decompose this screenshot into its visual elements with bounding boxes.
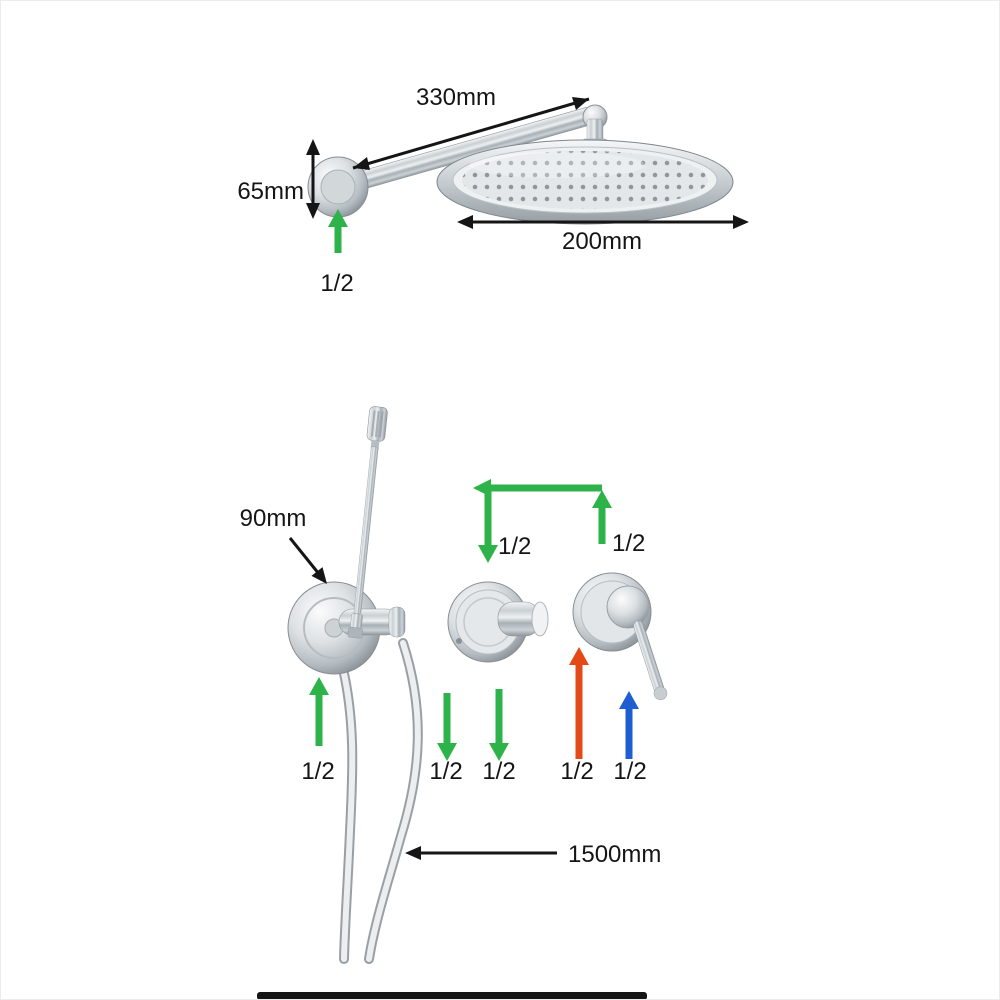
flange-inlet-label: 1/2 bbox=[320, 270, 353, 297]
dim-arm-length-label: 330mm bbox=[416, 84, 496, 111]
flange-inlet-arrow bbox=[328, 209, 348, 253]
dim-arm-length-arrow bbox=[352, 97, 590, 170]
valve1-top-label: 1/2 bbox=[498, 533, 531, 560]
outlet-connection-arrow bbox=[309, 677, 329, 746]
dim-head-diameter-arrow bbox=[457, 215, 749, 229]
handheld-assembly: 90mm 1/2 1/2 1/2 bbox=[240, 406, 668, 964]
mixer-valve-2 bbox=[572, 572, 668, 701]
dim-hose-length-label: 1500mm bbox=[568, 841, 661, 868]
flow-line-horizontal bbox=[473, 479, 602, 497]
hot-inlet-arrow bbox=[569, 647, 589, 759]
holder-clamp bbox=[388, 606, 406, 638]
mixer-valve-1 bbox=[447, 581, 549, 663]
valve-lever bbox=[633, 620, 668, 701]
upper-shower-assembly: 330mm 65mm 200mm 1/2 bbox=[237, 84, 749, 297]
watermark-bar bbox=[257, 992, 647, 999]
valve2-top-arrow bbox=[592, 490, 612, 544]
cold-inlet-label: 1/2 bbox=[613, 758, 646, 785]
handheld-shower-wand bbox=[347, 406, 388, 639]
cold-inlet-arrow bbox=[619, 691, 639, 759]
valve1-outlet-right-label: 1/2 bbox=[482, 758, 515, 785]
valve1-outlet-arrow-left bbox=[437, 693, 457, 761]
valve1-top-arrow bbox=[478, 488, 498, 563]
hose-outlet-strand bbox=[338, 664, 358, 964]
valve2-top-label: 1/2 bbox=[612, 530, 645, 557]
shower-hose bbox=[364, 638, 423, 964]
outlet-connection-label: 1/2 bbox=[301, 758, 334, 785]
dim-outlet-distance-arrow bbox=[288, 537, 327, 584]
rain-shower-head bbox=[436, 139, 734, 225]
dim-outlet-distance-label: 90mm bbox=[240, 505, 307, 532]
dim-flange-height-label: 65mm bbox=[237, 178, 304, 205]
dim-hose-length-arrow bbox=[405, 846, 557, 860]
valve1-outlet-left-label: 1/2 bbox=[429, 758, 462, 785]
dim-head-diameter-label: 200mm bbox=[562, 228, 642, 255]
shower-head-nozzles bbox=[462, 151, 708, 209]
dim-flange-height-arrow bbox=[306, 139, 320, 219]
valve1-outlet-arrow-right bbox=[489, 689, 509, 761]
hot-inlet-label: 1/2 bbox=[560, 758, 593, 785]
